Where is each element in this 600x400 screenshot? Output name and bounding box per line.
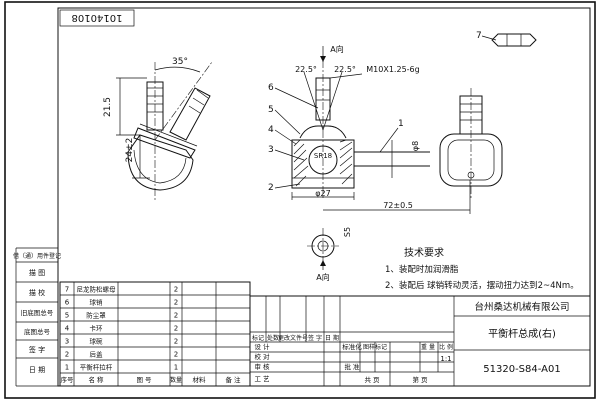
role-process: 工 艺	[254, 375, 270, 383]
dim-thread: M10X1.25-6g	[366, 65, 419, 74]
dim-d27: φ27	[315, 189, 330, 198]
strip-2: 描 图	[29, 268, 45, 277]
bom-h-mat: 材料	[193, 375, 207, 384]
scale-label: 比 例	[439, 343, 453, 351]
bom-name: 后盖	[90, 350, 104, 359]
balloon-3: 3	[268, 145, 274, 155]
rev-doc: 更改文件号	[278, 334, 308, 342]
bom-qty: 1	[174, 364, 178, 372]
bom-qty: 2	[174, 299, 178, 307]
section-view: A向 22.5° 22.5° M10X1.25-6g SR18 φ27 φ8	[268, 44, 471, 214]
dim-h2: 24±2	[125, 138, 135, 163]
bom-name: 平衡杆拉杆	[80, 363, 113, 372]
view-a-label-bottom: A向	[316, 272, 329, 282]
bom-qty: 2	[174, 286, 178, 294]
dim-len: 72±0.5	[383, 201, 413, 210]
bom-no: 2	[65, 351, 69, 359]
dim-a1: 22.5°	[295, 65, 317, 74]
strip-4: 旧底图总号	[21, 308, 54, 317]
stage-label: 图样标记	[363, 343, 387, 351]
bom-no: 4	[65, 325, 70, 333]
part-number: 51320-S84-A01	[483, 364, 560, 375]
bom-name: 防尘罩	[86, 311, 106, 320]
rev-date: 日 期	[325, 334, 339, 342]
strip-1: 借（通）用件登记	[13, 252, 61, 260]
bom-qty: 2	[174, 312, 178, 320]
role-review: 审 核	[254, 362, 270, 371]
notes-line1: 1、装配时加润滑脂	[385, 264, 459, 275]
code-box	[59, 9, 135, 27]
dim-sr: SR18	[314, 152, 332, 160]
company-name: 台州桑达机械有限公司	[474, 301, 569, 313]
weight-label: 重 量	[421, 343, 435, 351]
sheets-current: 第 页	[412, 375, 428, 384]
bom-h-name: 名 称	[88, 375, 104, 384]
balloon-7: 7	[476, 31, 482, 41]
bom-name: 尼龙防松螺母	[77, 285, 117, 294]
bom-qty: 2	[174, 325, 178, 333]
bom-no: 5	[65, 312, 69, 320]
sheet-border	[4, 1, 596, 399]
bom-h-qty: 数量	[170, 376, 182, 384]
left-strip: 借（通）用件登记 描 图 描 校 旧底图总号 底图总号 签 字 日 期	[13, 247, 61, 387]
bom-name: 卡环	[90, 324, 104, 333]
dim-d8: φ8	[411, 141, 420, 151]
title-block: 标记 处数 更改文件号 签 字 日 期 设 计 标准化 校 对 审 核 工 艺 …	[249, 295, 591, 387]
bom-no: 1	[65, 364, 69, 372]
dim-a2: 22.5°	[334, 65, 356, 74]
notes-title: 技术要求	[404, 246, 444, 259]
part-name: 平衡杆总成(右)	[488, 327, 556, 340]
scale-value: 1:1	[440, 355, 451, 363]
bom-no: 6	[65, 299, 70, 307]
sheets-total: 共 页	[364, 375, 380, 384]
bom-no: 3	[65, 338, 69, 346]
strip-7: 日 期	[29, 366, 45, 374]
role-approve: 批 准	[344, 362, 360, 371]
notes-line2: 2、装配后 球销转动灵活，摆动扭力达到2~4Nm。	[385, 280, 579, 291]
balloon-6: 6	[268, 83, 274, 93]
strip-3: 描 校	[29, 288, 45, 297]
dim-s5: S5	[343, 227, 352, 237]
bom-name: 球销	[90, 298, 104, 307]
view-a: S5 A向	[307, 227, 352, 282]
bom-no: 7	[65, 286, 69, 294]
end-view: 7	[439, 31, 537, 200]
view-a-label-top: A向	[330, 44, 343, 54]
side-view: 35° 21.5 24±2	[103, 57, 213, 200]
rev-mark: 标记	[252, 334, 264, 342]
dim-h1: 21.5	[103, 97, 113, 117]
bom-qty: 2	[174, 338, 178, 346]
bom-h-no: 序号	[61, 375, 75, 384]
role-std: 标准化	[342, 342, 362, 351]
bom-table: 7 尼龙防松螺母 2 6 球销 2 5 防尘罩 2 4 卡环 2 3 球碗 2 2 后盖 2 1 平衡杆拉杆 1 序号 名 …	[59, 281, 251, 387]
bom-h-note: 备 注	[225, 375, 241, 384]
role-design: 设 计	[254, 342, 270, 351]
rev-count: 处数	[267, 334, 279, 342]
dim-angle: 35°	[172, 57, 188, 67]
balloon-2: 2	[268, 183, 274, 193]
bom-qty: 2	[174, 351, 178, 359]
drawing-code: 10140108	[72, 12, 123, 23]
balloon-1: 1	[398, 119, 404, 129]
strip-6: 签 字	[29, 345, 45, 354]
rev-sign: 签 字	[308, 334, 322, 342]
strip-5: 底图总号	[24, 327, 51, 336]
bom-name: 球碗	[90, 337, 104, 346]
bom-h-code: 图 号	[136, 376, 152, 384]
balloon-4: 4	[268, 125, 274, 135]
balloon-5: 5	[268, 105, 274, 115]
role-check: 校 对	[254, 352, 270, 361]
